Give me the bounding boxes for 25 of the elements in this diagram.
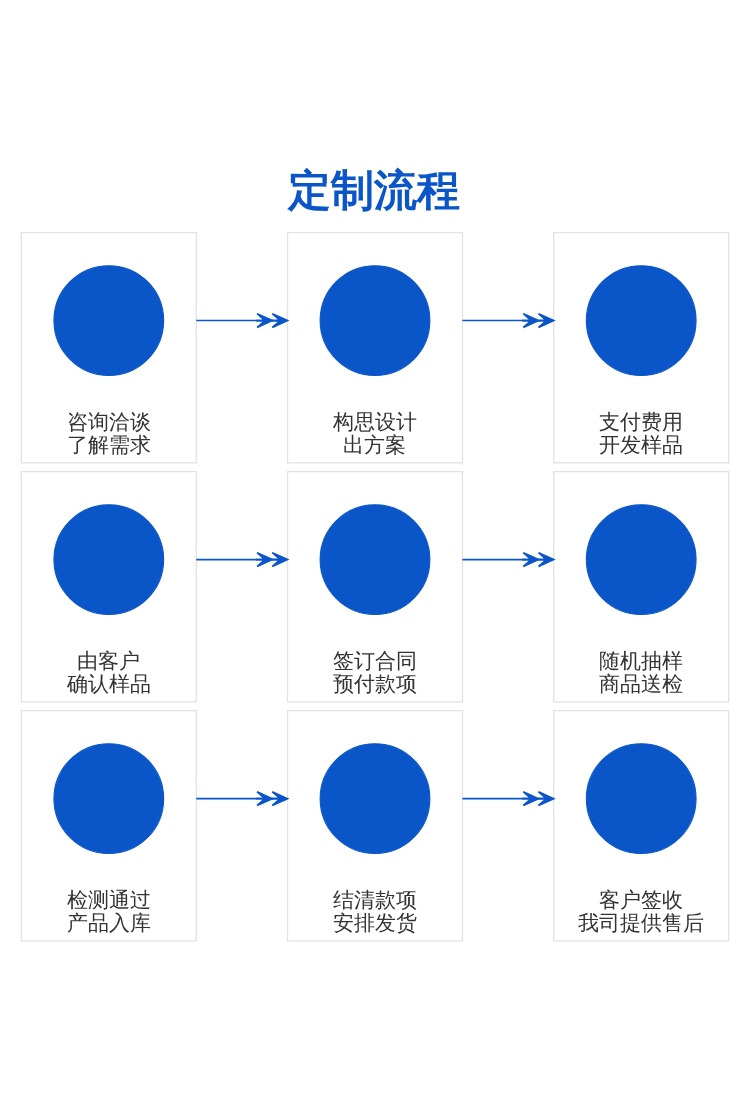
node-circle <box>319 504 431 615</box>
node-circle <box>53 265 165 376</box>
node-circle <box>53 743 165 855</box>
arrow <box>461 790 555 807</box>
cluster: 结清款项安排发货 <box>286 709 464 942</box>
cluster: 客户签收我司提供售后 <box>553 709 730 942</box>
cluster: 咨询洽谈了解需求 <box>20 231 197 464</box>
arrow <box>195 551 289 568</box>
cluster: 由客户确认样品 <box>20 470 197 703</box>
node-circle <box>585 743 697 855</box>
node-circle <box>585 265 697 376</box>
node-circle <box>319 743 431 855</box>
cluster: 检测通过产品入库 <box>20 709 197 942</box>
arrow <box>461 551 555 568</box>
cluster: 支付费用开发样品 <box>553 231 730 464</box>
arrow <box>195 312 289 329</box>
node-circle <box>585 504 697 615</box>
arrow <box>195 790 289 807</box>
arrow <box>461 312 555 329</box>
node-circle <box>319 265 431 376</box>
cluster: 随机抽样商品送检 <box>553 470 730 703</box>
cluster: 签订合同预付款项 <box>286 470 464 703</box>
cluster: 构思设计出方案 <box>286 231 464 464</box>
diagram-title: 定制流程 <box>288 165 461 216</box>
node-circle <box>53 504 165 615</box>
